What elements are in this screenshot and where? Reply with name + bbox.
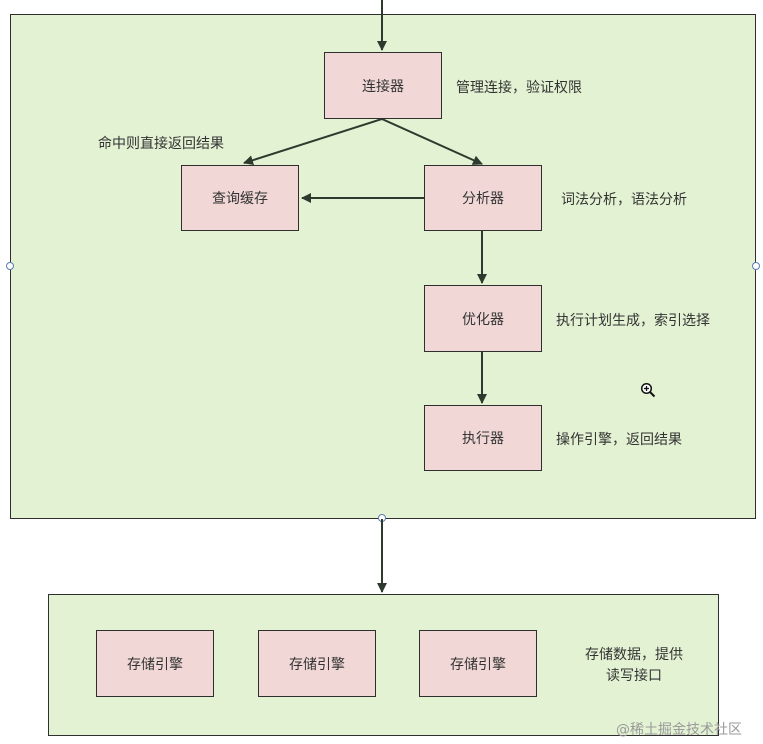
storage-engine-box-2[interactable]: 存储引擎 (258, 630, 376, 697)
executor-note: 操作引擎，返回结果 (556, 432, 682, 448)
optimizer-box[interactable]: 优化器 (424, 285, 542, 352)
right-resize-handle[interactable] (752, 262, 760, 270)
query-cache-box[interactable]: 查询缓存 (181, 165, 299, 231)
optimizer-note: 执行计划生成，索引选择 (556, 313, 710, 329)
storage-engine-box-3[interactable]: 存储引擎 (419, 630, 537, 697)
connector-note: 管理连接，验证权限 (456, 80, 582, 96)
connector-box[interactable]: 连接器 (324, 52, 442, 119)
storage-note: 存储数据，提供 读写接口 (566, 645, 702, 687)
analyzer-box[interactable]: 分析器 (424, 165, 542, 231)
storage-engine-box-1[interactable]: 存储引擎 (96, 630, 214, 697)
query-cache-note: 命中则直接返回结果 (98, 136, 224, 152)
analyzer-note: 词法分析，语法分析 (561, 192, 687, 208)
storage-note-line-2: 读写接口 (606, 668, 662, 684)
left-resize-handle[interactable] (6, 262, 14, 270)
watermark: @稀土掘金技术社区 (616, 722, 742, 738)
storage-note-line-1: 存储数据，提供 (585, 647, 683, 663)
zoom-in-icon (640, 382, 656, 398)
executor-box[interactable]: 执行器 (424, 405, 542, 471)
arrow-connector-to-analyzer (381, 118, 483, 165)
arrow-connector-to-cache (243, 118, 383, 166)
